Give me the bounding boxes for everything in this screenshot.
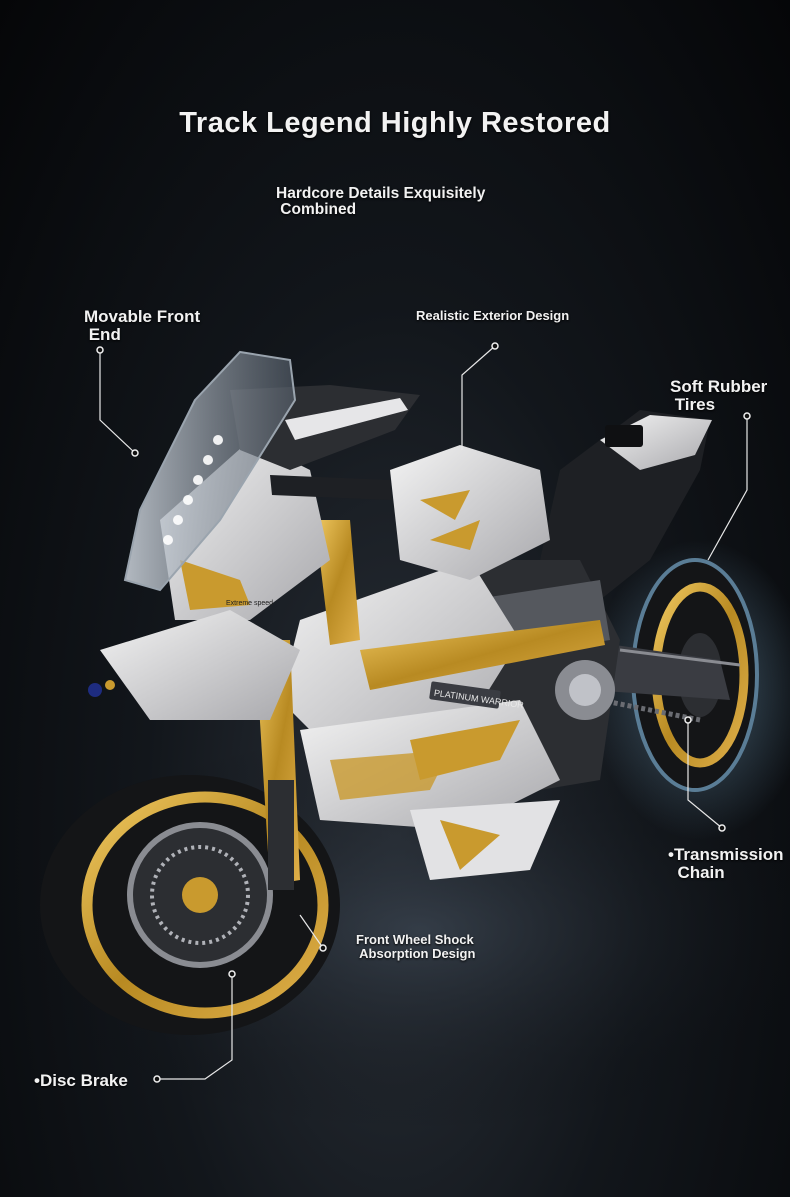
callout-movable-front-end: Movable Front End [84,307,201,344]
callout-soft-rubber-tires: Soft Rubber Tires [670,377,768,414]
callout-lines [99,345,748,1080]
headline: Track Legend Highly Restored [179,107,611,139]
front-wheel [40,775,340,1035]
subheadline: Hardcore Details Exquisitely Combined [276,185,486,219]
callout-front-wheel-shock: Front Wheel Shock Absorption Design [356,932,476,961]
side-text: Extreme speed [226,600,273,607]
callout-realistic-exterior: Realistic Exterior Design [416,308,570,323]
callout-transmission-chain: •Transmission Chain [668,845,784,882]
callout-dots [96,342,751,1083]
callout-disc-brake: •Disc Brake [34,1071,128,1090]
